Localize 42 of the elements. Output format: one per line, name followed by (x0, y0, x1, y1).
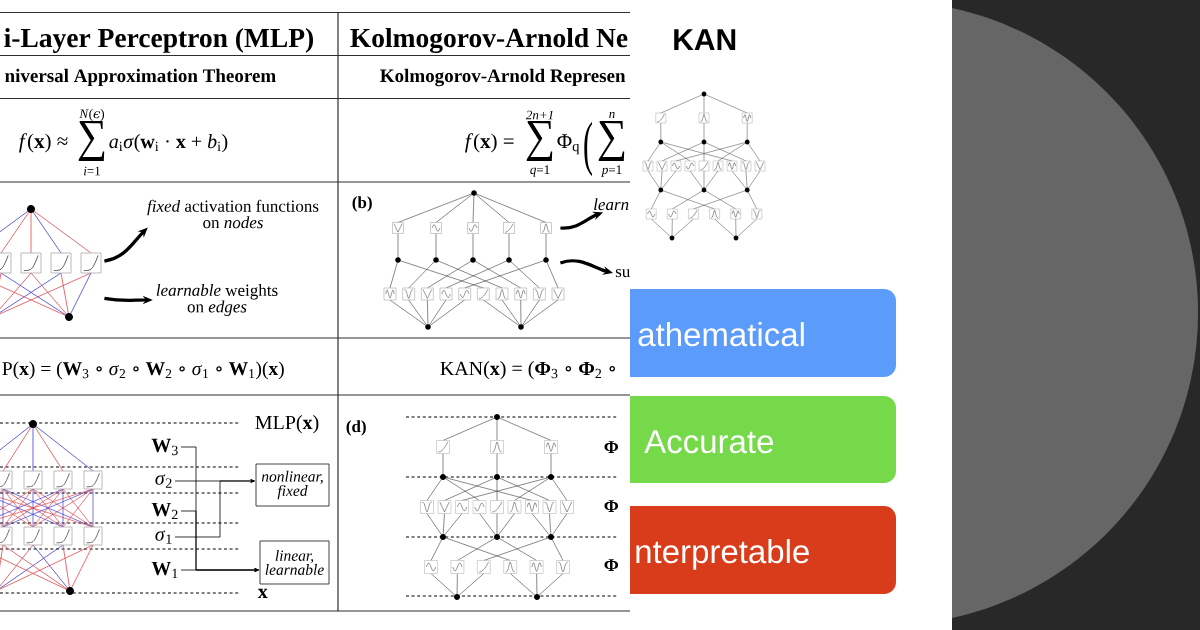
arrow (180, 568, 259, 572)
slide-title: KAN (674, 29, 736, 50)
theorem-name: niversal Approximation Theorem (5, 68, 276, 87)
sum-limit: 2n+1 (525, 110, 553, 120)
formula: f(x) = (465, 133, 514, 153)
activation-symbol: σ$_{1}$ (155, 530, 172, 544)
category-box: linear, learnable (259, 540, 330, 585)
output-label: MLP(x) (255, 415, 319, 434)
feature-box: athematical (630, 289, 896, 377)
sum-sign: ∑ (78, 121, 105, 161)
parenthesis: ( (584, 121, 593, 177)
elbow-arrow (174, 479, 255, 538)
kan-network-drawing (383, 190, 565, 330)
formula: P(x) = (W$_{3}$ ∘ σ$_{2}$ ∘ W$_{2}$ ∘ σ$_{1}$ ∘ W$_{1}$)(x) (2, 361, 284, 380)
annotation-text: learnable weights on edges (156, 284, 278, 316)
sum-limit: i=1 (84, 166, 100, 176)
sum-sign: ∑ (598, 121, 625, 161)
theorem-name: Kolmogorov-Arnold Represen (380, 68, 626, 87)
weight-symbol: W$_{1}$ (151, 561, 178, 579)
formula: f(x) ≈ (19, 133, 68, 153)
column-header: i-Layer Perceptron (MLP) (4, 27, 313, 53)
feature-box: Accurate (630, 396, 896, 483)
weight-symbol: W$_{2}$ (151, 502, 178, 520)
column-header: Kolmogorov-Arnold Ne (350, 27, 628, 54)
annotation-text: su (615, 269, 630, 278)
formula: Φ$_{q}$ (557, 134, 580, 155)
sum-limit: p=1 (601, 165, 622, 177)
sum-limit: q=1 (530, 165, 550, 177)
sum-limit: N(ϵ) (79, 109, 105, 121)
annotation-text: fixed activation functions on nodes (147, 199, 319, 229)
weight-symbol: W$_{3}$ (151, 438, 178, 456)
activation-symbol: σ$_{2}$ (155, 474, 172, 488)
input-label: x (257, 588, 268, 598)
formula: a$_{i}$σ(w$_{i}$ · x + b$_{i}$) (109, 134, 228, 153)
layer-label: Φ (604, 500, 619, 512)
category-box: nonlinear, fixed (255, 463, 330, 507)
sum-limit: n (609, 111, 615, 119)
formula: KAN(x) = (Φ$_{3}$ ∘ Φ$_{2}$ ∘ (440, 361, 616, 380)
feature-box: nterpretable (630, 506, 896, 594)
panel-label: (d) (346, 420, 366, 436)
annotation-text: learn (594, 198, 629, 211)
mlp-network-drawing (0, 205, 102, 321)
